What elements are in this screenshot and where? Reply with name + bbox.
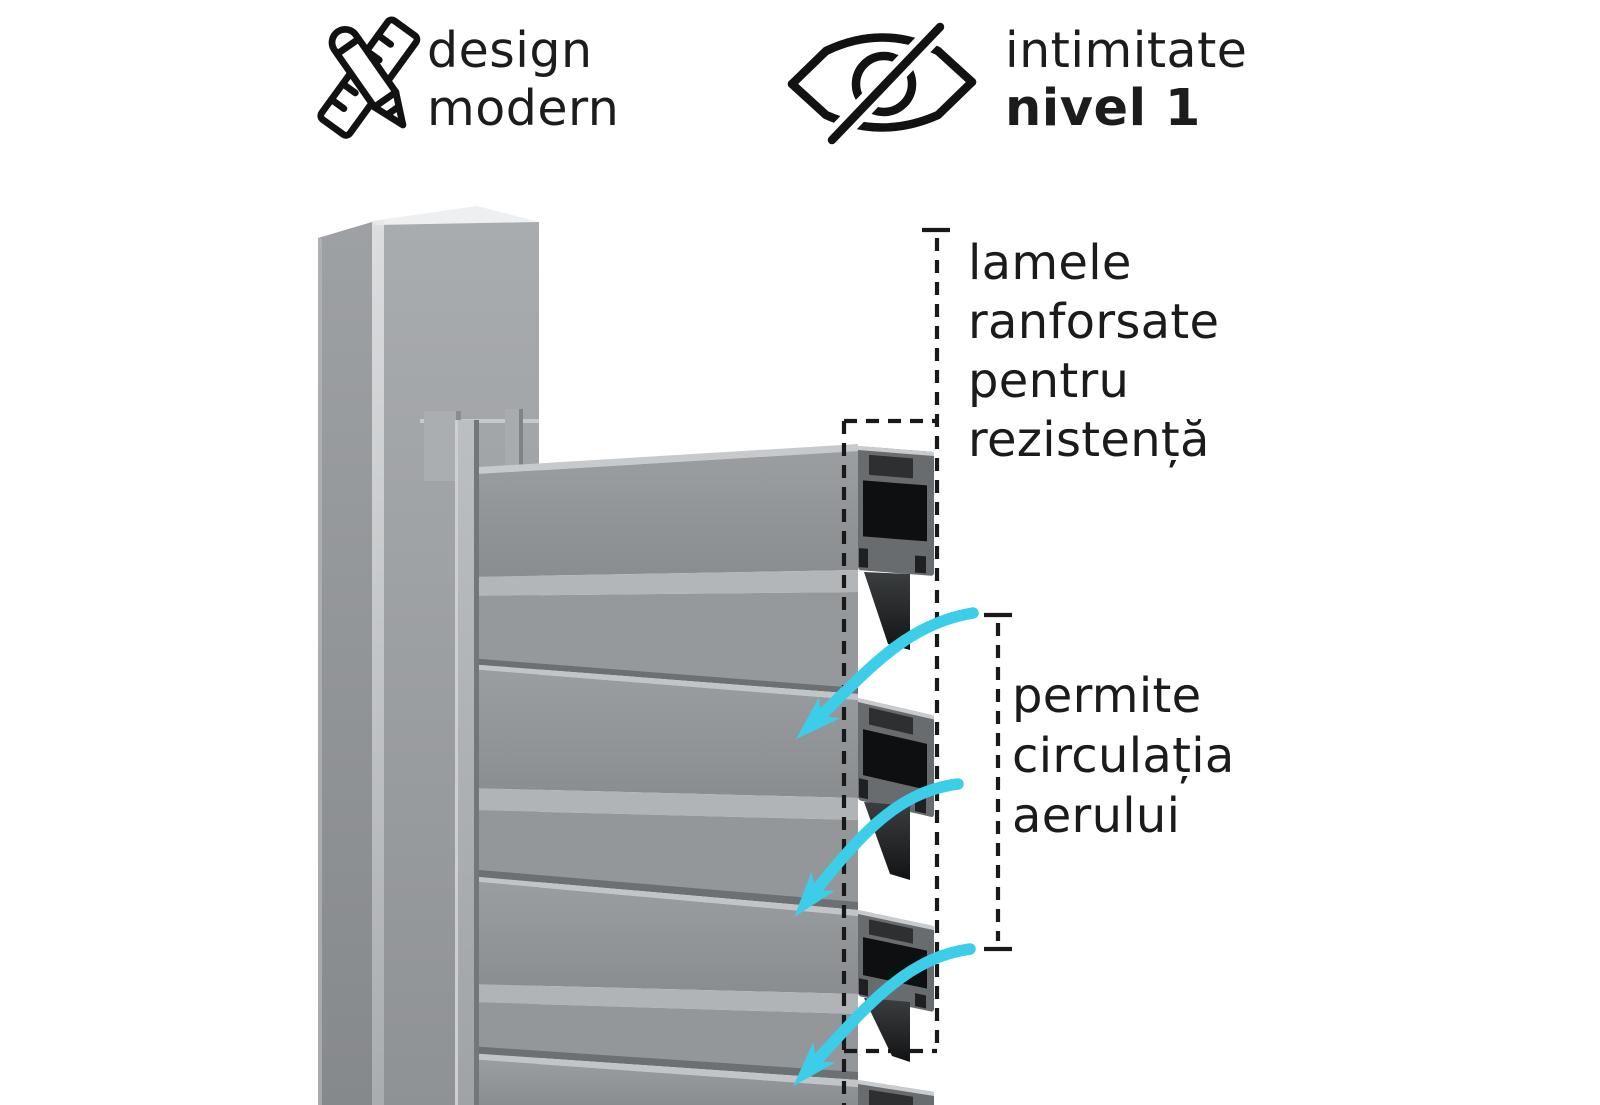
callout-airflow: permite circulația aerului <box>1012 666 1235 846</box>
slat-cross-section <box>858 1080 934 1105</box>
louver-slat-1 <box>462 444 934 694</box>
slat-front-face <box>468 669 858 798</box>
slat-underside-shadow <box>864 572 910 650</box>
airflow-arrow-1 <box>796 607 979 740</box>
feature-design-line2: modern <box>427 80 620 137</box>
rail-tab-right <box>505 409 523 481</box>
callout-slats-line4: rezistență <box>968 412 1210 468</box>
airflow-arrow-2 <box>794 778 964 918</box>
slat-top-face <box>468 1053 858 1087</box>
louver-slat-4 <box>468 1053 934 1105</box>
ruler-pencil-icon <box>317 16 421 139</box>
callout-airflow-line3: aerului <box>1012 788 1181 844</box>
slash-line <box>827 22 945 145</box>
slat-cross-section <box>858 446 934 576</box>
post-corner-highlight <box>372 220 384 1105</box>
feature-privacy-label: intimitate nivel 1 <box>1005 22 1247 138</box>
slat-bottom-lip <box>468 570 858 596</box>
feature-design-label: design modern <box>427 22 619 138</box>
slat-cross-section <box>858 698 934 817</box>
post-left-edge-highlight <box>318 238 322 1105</box>
slat-top-face <box>468 876 858 916</box>
inter-slat-band <box>468 1002 858 1074</box>
annotation-lines <box>841 227 1012 1105</box>
slat-bottom-lip <box>468 984 858 1014</box>
eye-iris <box>851 51 917 117</box>
slat-front-face <box>468 881 858 994</box>
rail-top-edge <box>420 419 539 423</box>
louver-slat-3 <box>468 876 934 1080</box>
slat-top-face <box>462 444 858 475</box>
slat-top-face <box>468 664 858 700</box>
louver-slat-2 <box>468 664 934 910</box>
airflow-arrows <box>793 607 979 1087</box>
feature-design-line1: design <box>427 22 593 79</box>
cross-section-dashed-frame <box>841 418 937 1105</box>
callout-airflow-line1: permite <box>1012 668 1202 724</box>
rail-front-flange <box>455 420 479 1105</box>
post-top-face <box>372 206 539 225</box>
eye-lower-lid <box>787 77 977 132</box>
pencil-shape <box>328 26 407 129</box>
slat-groove-line <box>468 1046 858 1080</box>
slat-bottom-lip <box>468 788 858 820</box>
slat-groove-line <box>468 869 858 910</box>
airflow-dimension-line <box>984 612 1012 952</box>
callout-slats-line2: ranforsate <box>968 294 1220 350</box>
slat-groove-line <box>468 658 858 694</box>
eye-slash-icon <box>787 16 977 146</box>
feature-privacy-line1: intimitate <box>1005 22 1248 79</box>
callout-airflow-line2: circulația <box>1012 728 1235 784</box>
post-left-face <box>318 222 372 1105</box>
feature-privacy-line2: nivel 1 <box>1005 79 1201 138</box>
callout-reinforced-slats: lamele ranforsate pentru rezistență <box>968 234 1219 470</box>
slat-front-face <box>462 451 858 577</box>
slat-front-face <box>468 1059 858 1105</box>
airflow-arrow-3 <box>793 943 976 1087</box>
inter-slat-band <box>468 810 858 904</box>
callout-slats-line1: lamele <box>968 235 1132 291</box>
slat-underside-shadow <box>864 998 910 1062</box>
callout-slats-line3: pentru <box>968 353 1130 409</box>
